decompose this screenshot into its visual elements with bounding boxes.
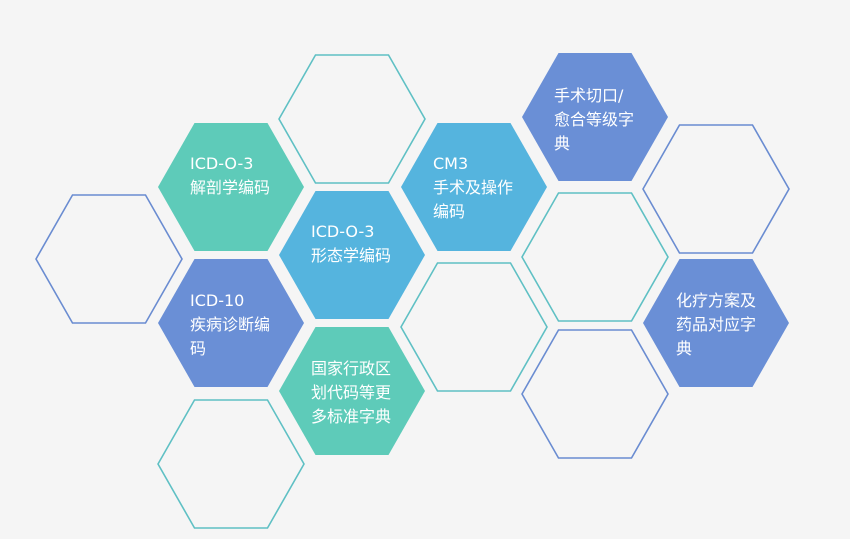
- hex-icd-o-3-anatomy: [158, 123, 304, 251]
- hex-icd-o-3-anatomy-label: ICD-O-3 解剖学编码: [190, 154, 271, 197]
- empty-hexagon-7: [157, 399, 305, 529]
- hex-surgical-incision-label: 手术切口/ 愈合等级字 典: [554, 86, 635, 153]
- empty-hexagon-1: [278, 54, 426, 184]
- hex-icd-o-3-morphology-label: ICD-O-3 形态学编码: [311, 222, 392, 265]
- empty-hexagon-3: [642, 124, 790, 254]
- empty-hexagon-2: [35, 194, 183, 324]
- hex-chemo-drugs: [643, 259, 789, 387]
- empty-hexagon-4: [521, 192, 669, 322]
- hex-icd-o-3-morphology: [279, 191, 425, 319]
- hex-icd-10-label: ICD-10 疾病诊断编 码: [190, 291, 271, 358]
- empty-hexagon-6: [521, 329, 669, 459]
- hex-region-codes-label: 国家行政区 划代码等更 多标准字典: [311, 359, 392, 426]
- hex-cm3-label: CM3 手术及操作 编码: [433, 154, 514, 221]
- hex-chemo-drugs-label: 化疗方案及 药品对应字 典: [676, 291, 757, 358]
- hex-cm3: [401, 123, 547, 251]
- hex-surgical-incision: [522, 53, 668, 181]
- hex-icd-10: [158, 259, 304, 387]
- empty-hexagon-5: [400, 262, 548, 392]
- hex-region-codes: [279, 327, 425, 455]
